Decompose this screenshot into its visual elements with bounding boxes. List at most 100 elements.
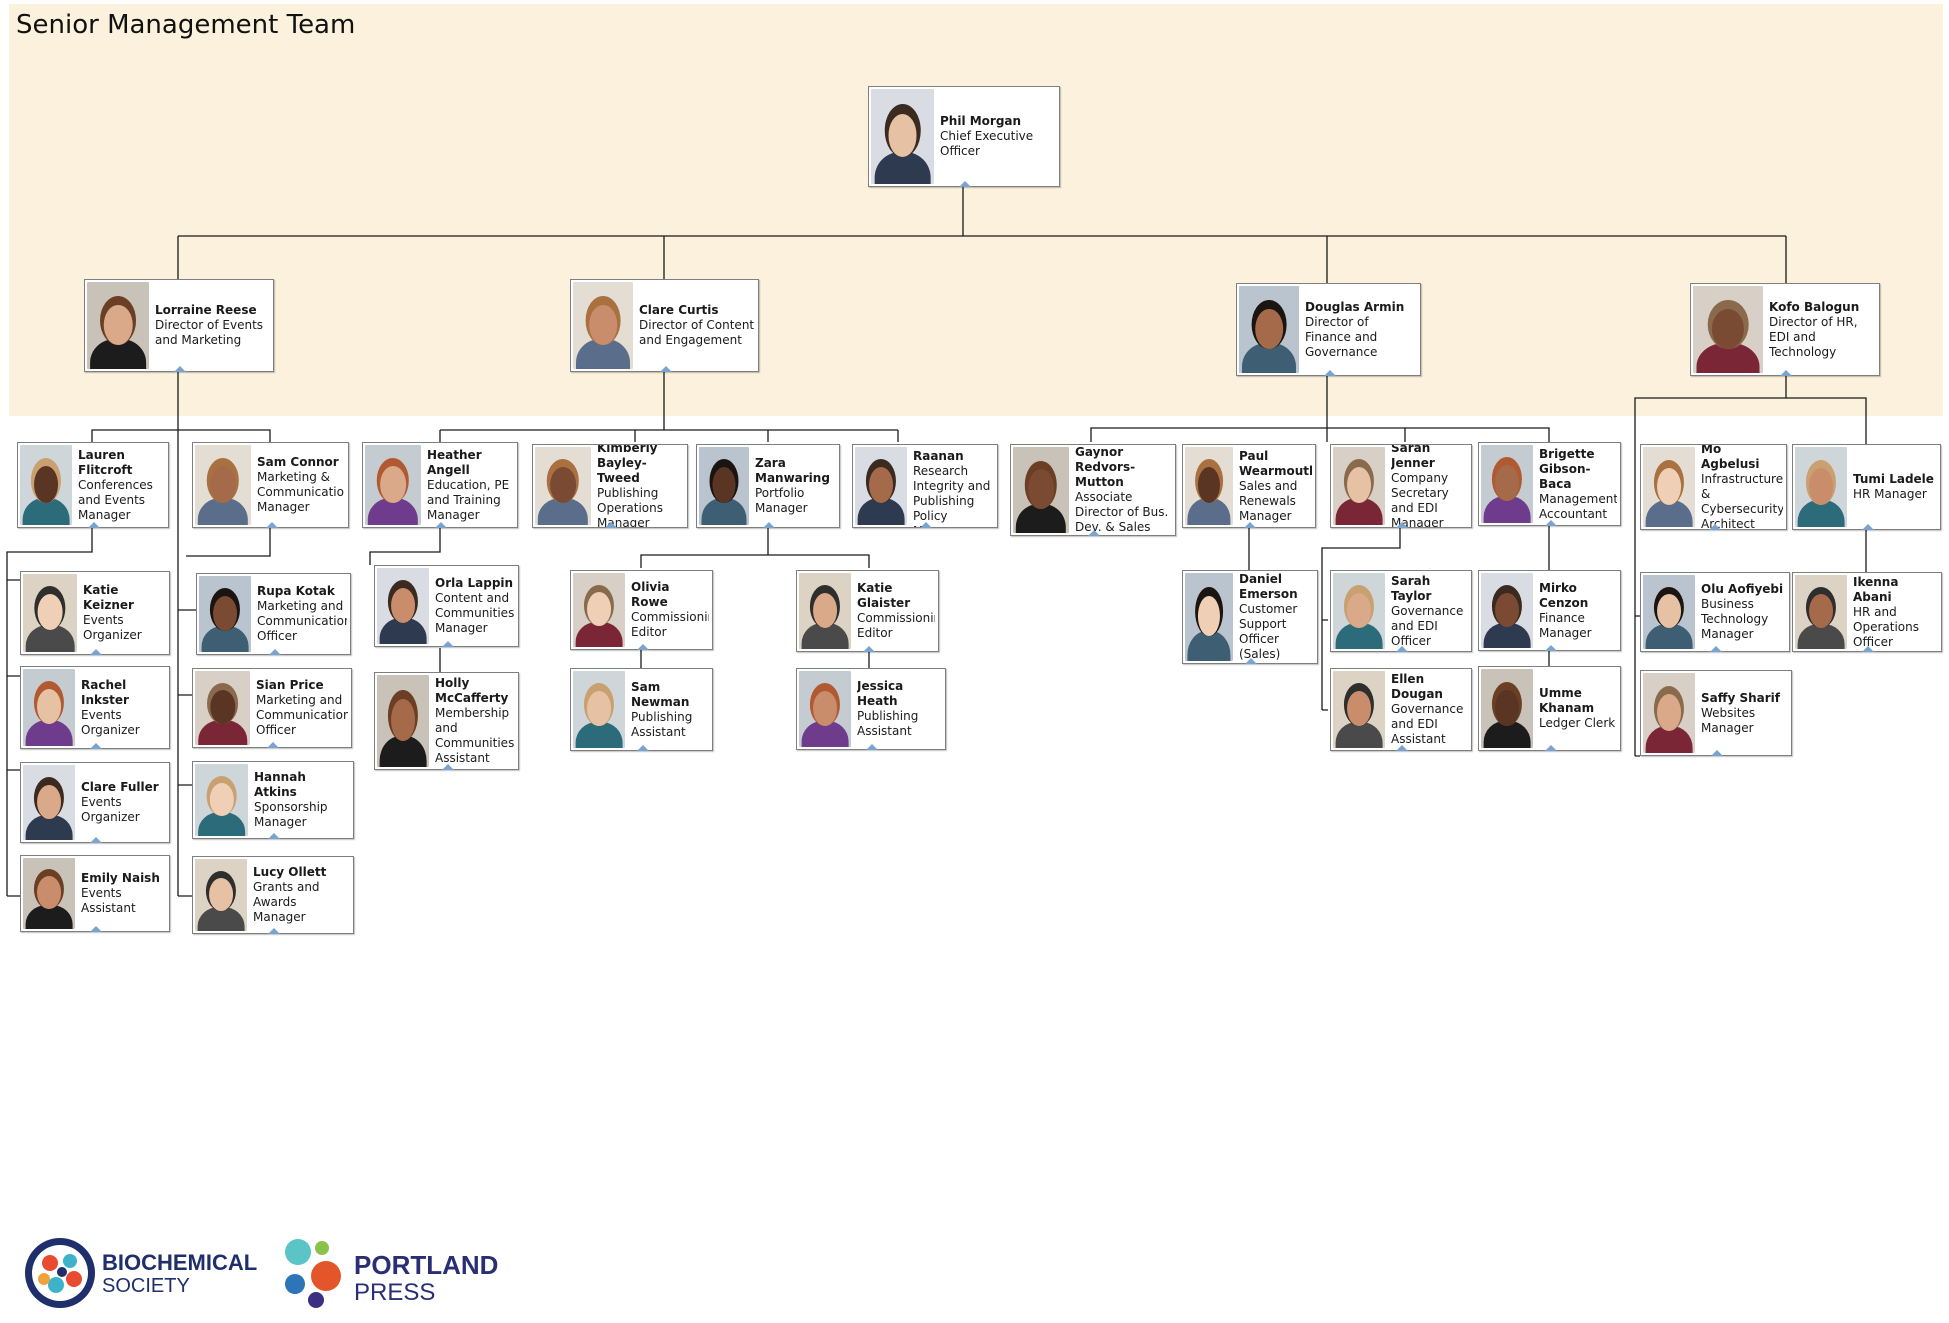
- person-photo: [799, 573, 851, 649]
- person-photo-face: [1495, 689, 1519, 726]
- expand-caret-icon[interactable]: [1396, 522, 1408, 528]
- person-photo: [195, 445, 251, 525]
- expand-caret-icon[interactable]: [441, 641, 454, 647]
- person-photo-face: [1495, 465, 1519, 502]
- expand-caret-icon[interactable]: [90, 649, 102, 655]
- page-title: Senior Management Team: [16, 10, 356, 40]
- person-name: Gaynor Redvors-Mutton: [1075, 445, 1136, 489]
- expand-caret-icon[interactable]: [88, 522, 100, 528]
- portland-logo-line2: PRESS: [354, 1279, 435, 1306]
- expand-caret-icon[interactable]: [1861, 524, 1874, 530]
- expand-caret-icon[interactable]: [1544, 745, 1557, 751]
- connector-heather: [369, 528, 441, 565]
- expand-caret-icon[interactable]: [268, 928, 280, 934]
- person-role: Management Accountant: [1539, 491, 1617, 521]
- person-name: Saffy Sharif: [1701, 690, 1780, 705]
- person-role: Chief Executive Officer: [940, 129, 1034, 158]
- expand-caret-icon[interactable]: [90, 837, 102, 843]
- person-role: HR and Operations Officer: [1853, 604, 1919, 649]
- connector-kofo: [1634, 375, 1867, 757]
- person-name: Orla Lappin: [435, 576, 514, 590]
- person-photo-face: [209, 782, 234, 816]
- expand-caret-icon[interactable]: [268, 649, 281, 655]
- person-photo: [199, 576, 251, 652]
- person-name: Sarah Taylor: [1391, 573, 1432, 603]
- person-photo-face: [37, 784, 61, 819]
- expand-caret-icon[interactable]: [1323, 370, 1336, 376]
- expand-caret-icon[interactable]: [1708, 524, 1721, 530]
- connector-olivia-sam: [640, 650, 870, 668]
- expand-caret-icon[interactable]: [1544, 520, 1557, 526]
- expand-caret-icon[interactable]: [90, 926, 102, 932]
- person-photo: [799, 671, 851, 747]
- person-photo: [1643, 447, 1695, 527]
- person-role: Infrastructure & Cybersecurity Architect: [1701, 472, 1783, 529]
- person-role: Director of Events and Marketing: [155, 318, 264, 347]
- expand-caret-icon[interactable]: [265, 522, 278, 528]
- person-role: Research Integrity and Publishing Policy…: [913, 463, 991, 528]
- expand-caret-icon[interactable]: [90, 743, 102, 749]
- person-role: Marketing & Communications Manager: [257, 470, 345, 514]
- expand-caret-icon[interactable]: [1710, 646, 1722, 652]
- expand-caret-icon[interactable]: [862, 646, 875, 652]
- person-text: Katie GlaisterCommissioning Editor: [857, 571, 935, 651]
- expand-caret-icon[interactable]: [959, 181, 971, 187]
- expand-caret-icon[interactable]: [1244, 522, 1256, 528]
- expand-caret-icon[interactable]: [763, 522, 775, 528]
- person-photo: [1185, 447, 1233, 525]
- expand-caret-icon[interactable]: [636, 745, 649, 751]
- expand-caret-icon[interactable]: [920, 522, 932, 528]
- expand-caret-icon[interactable]: [1088, 530, 1100, 536]
- person-photo-face: [1197, 595, 1221, 637]
- expand-caret-icon[interactable]: [267, 742, 279, 748]
- person-name: Brigette Gibson-Baca: [1539, 446, 1595, 491]
- person-photo-face: [37, 594, 63, 631]
- person-photo: [1481, 669, 1533, 748]
- expand-caret-icon[interactable]: [1245, 658, 1257, 664]
- person-photo: [535, 447, 591, 525]
- expand-caret-icon[interactable]: [435, 522, 447, 528]
- senior-management-banner: [9, 4, 1943, 416]
- person-name: Phil Morgan: [940, 114, 1022, 128]
- person-name: Rupa Kotak: [257, 584, 335, 598]
- person-role: Publishing Operations Manager: [597, 486, 663, 527]
- person-photo: [1643, 673, 1695, 753]
- expand-caret-icon[interactable]: [605, 522, 617, 528]
- expand-caret-icon[interactable]: [866, 744, 878, 750]
- expand-caret-icon[interactable]: [1711, 750, 1723, 756]
- person-name: Lucy Ollett: [253, 865, 327, 879]
- person-photo-face: [213, 595, 237, 631]
- expand-caret-icon[interactable]: [1544, 645, 1557, 651]
- connector-ceo-directors: [177, 186, 1787, 283]
- expand-caret-icon[interactable]: [1862, 646, 1874, 652]
- expand-caret-icon[interactable]: [659, 366, 672, 372]
- person-photo: [1239, 286, 1299, 373]
- person-name: Ikenna Abani: [1853, 574, 1899, 604]
- expand-caret-icon[interactable]: [441, 764, 454, 770]
- expand-caret-icon[interactable]: [1780, 370, 1792, 376]
- expand-caret-icon[interactable]: [174, 366, 186, 372]
- expand-caret-icon[interactable]: [1396, 745, 1408, 751]
- expand-caret-icon[interactable]: [1396, 646, 1408, 652]
- expand-caret-icon[interactable]: [268, 833, 280, 839]
- expand-caret-icon[interactable]: [636, 644, 649, 650]
- person-role: Director of HR, EDI and Technology: [1769, 314, 1858, 359]
